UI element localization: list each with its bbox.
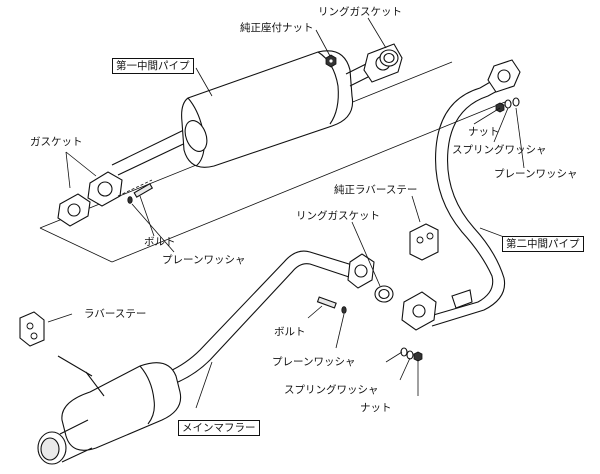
label-plain-washer-bottom: プレーンワッシャ xyxy=(272,356,356,368)
label-nut-right: ナット xyxy=(468,126,500,138)
label-spring-washer-bottom: スプリングワッシャ xyxy=(284,384,379,396)
label-genuine-rubber-stay: 純正ラバーステー xyxy=(334,184,418,196)
second-middle-pipe-drawing xyxy=(401,59,521,331)
label-rubber-stay: ラバーステー xyxy=(84,308,147,320)
label-bolt-top: ボルト xyxy=(144,236,176,248)
label-spring-washer-right: スプリングワッシャ xyxy=(452,144,547,156)
label-genuine-seat-nut: 純正座付ナット xyxy=(240,22,314,34)
label-plain-washer-right: プレーンワッシャ xyxy=(494,168,578,180)
label-second-middle-pipe: 第二中間パイプ xyxy=(502,236,584,252)
label-ring-gasket-top: リングガスケット xyxy=(318,6,402,18)
label-plain-washer-top: プレーンワッシャ xyxy=(162,254,246,266)
label-bolt-bottom: ボルト xyxy=(274,326,306,338)
label-nut-bottom: ナット xyxy=(360,402,392,414)
label-ring-gasket-mid: リングガスケット xyxy=(296,210,380,222)
first-middle-pipe-drawing xyxy=(39,43,506,263)
label-first-middle-pipe: 第一中間パイプ xyxy=(112,58,194,74)
main-muffler-drawing xyxy=(19,250,423,465)
label-gasket: ガスケット xyxy=(30,136,83,148)
label-main-muffler: メインマフラー xyxy=(178,420,260,436)
